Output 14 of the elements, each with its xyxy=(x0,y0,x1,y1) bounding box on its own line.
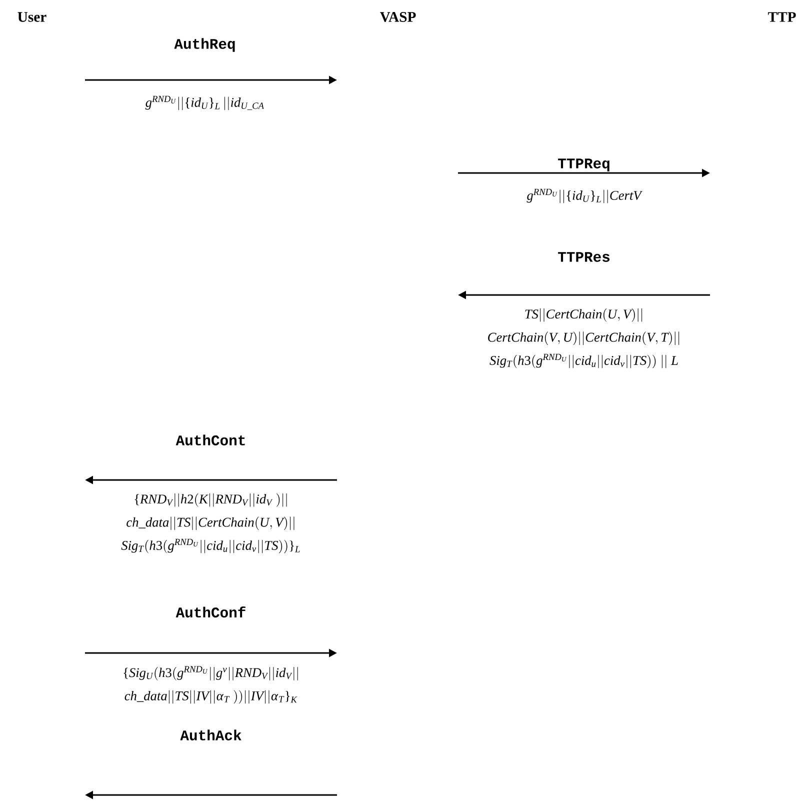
message-content: $g^{RND_U}||\{id_U\}_L\,||id_{U\_CA}$ xyxy=(145,96,264,110)
message-content: $g^{RND_U}||\{id_U\}_L||CertV$ xyxy=(526,188,643,204)
message-name: AuthReq xyxy=(174,38,235,52)
participant-label: User xyxy=(18,12,46,22)
message-name: TTPReq xyxy=(558,158,610,172)
message-name: TTPRes xyxy=(558,252,610,262)
message-name: AuthConf xyxy=(176,606,246,618)
message-name: AuthCont xyxy=(176,434,245,446)
message-content: $\begin{array}{c}\{Sig_U(h3(g^{RND_U}||g^v||RND_V||id_V||\\ ch\_data||TS||IV||\alpha_T\ ))||IV||\alpha_T\}_K\end{array}$ xyxy=(124,666,298,704)
participant-label: TTP xyxy=(768,12,796,22)
message-name: AuthAck xyxy=(180,730,242,740)
message-content: $\begin{array}{c}\{RND_V||h2(K||RND_V||id_V\ )||\\ ch\_data||TS||CertChain(U,V)||\\ Sig_T(h3(g^{RND_U}||cid_u||cid_v||TS))\}_L\end{array}$ xyxy=(121,493,300,554)
message-content: $\begin{array}{c}TS||CertChain(U,V)||\\ CertChain(V,U)||CertChain(V,T)||\\ Sig_T(h3(g^{RND_U}||cid_u||cid_v||TS))\ ||\ L\end{array}$ xyxy=(488,308,680,368)
participant-label: VASP xyxy=(380,12,416,22)
